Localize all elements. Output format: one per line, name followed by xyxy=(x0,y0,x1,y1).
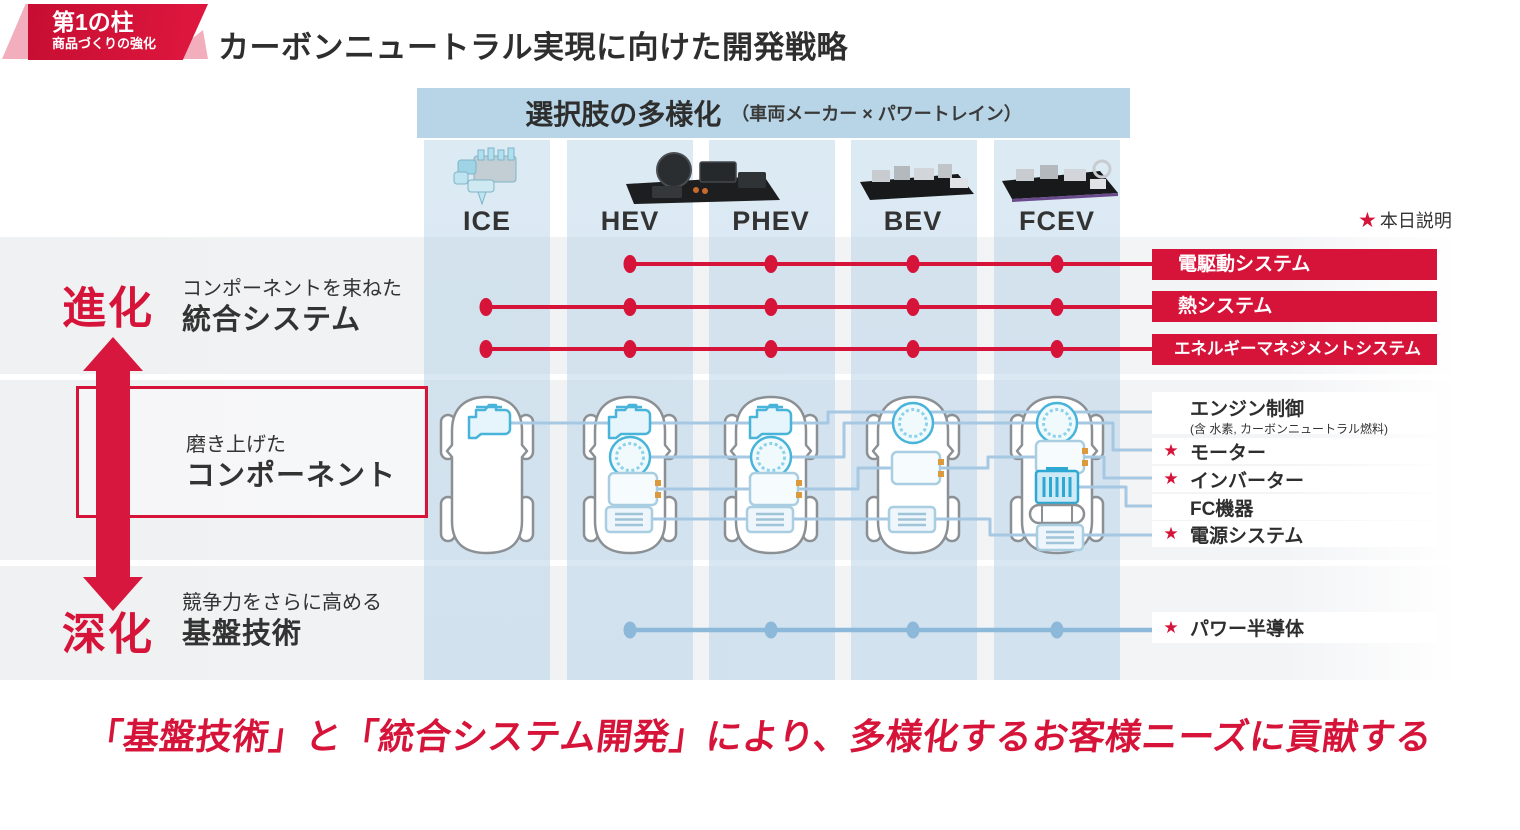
inverter-icon xyxy=(607,471,663,507)
page-title: カーボンニュートラル実現に向けた開発戦略 xyxy=(218,30,848,65)
section-base-technology: 競争力をさらに高める 基盤技術 xyxy=(182,590,382,652)
section-line2: 基盤技術 xyxy=(182,618,303,650)
section-line2: 統合システム xyxy=(182,304,362,336)
pillar-badge-title: 第1の柱 xyxy=(52,9,134,35)
matrix-header-subtitle: （車両メーカー × パワートレイン） xyxy=(731,104,1022,124)
star-icon: ★ xyxy=(1163,441,1179,460)
component-row-engine-control: エンジン制御 (含 水素, カーボンニュートラル燃料) xyxy=(1152,392,1436,436)
column-label-fcev: FCEV xyxy=(1018,206,1096,236)
legend-today: ★ 本日説明 xyxy=(1358,207,1452,233)
product-image-hev-phev xyxy=(626,152,780,204)
battery-icon xyxy=(745,505,795,534)
product-image-bev xyxy=(860,164,974,200)
product-image-ice xyxy=(453,147,517,206)
component-row-power-supply-system: ★ 電源システム xyxy=(1152,521,1436,547)
component-row-label: パワー半導体 xyxy=(1190,619,1305,640)
matrix-header: 選択肢の多様化 （車両メーカー × パワートレイン） xyxy=(417,88,1130,138)
system-bar-energy-management: エネルギーマネジメントシステム xyxy=(1152,334,1437,365)
star-icon: ★ xyxy=(1163,524,1179,543)
component-row-inverter: ★ インバーター xyxy=(1152,466,1436,492)
component-row-fc-equipment: FC機器 xyxy=(1152,494,1436,520)
motor-icon xyxy=(891,401,935,445)
product-image-fcev xyxy=(1002,159,1118,202)
component-row-label: FC機器 xyxy=(1190,498,1254,520)
motor-icon xyxy=(1035,401,1079,445)
power-semiconductor-line xyxy=(623,621,1152,639)
evolution-deepening-arrow xyxy=(83,337,143,611)
system-bar-thermal: 熱システム xyxy=(1152,291,1437,322)
section-line1: 競争力をさらに高める xyxy=(182,592,382,614)
hydrogen-tank-icon xyxy=(1028,503,1086,525)
battery-icon xyxy=(604,505,654,534)
engine-icon xyxy=(467,403,512,440)
section-integrated-system: コンポーネントを束ねた 統合システム xyxy=(182,276,402,338)
system-lines xyxy=(479,255,1152,358)
star-icon: ★ xyxy=(1358,208,1377,232)
star-icon: ★ xyxy=(1163,469,1179,488)
connector-engine-control xyxy=(478,410,1152,425)
inverter-icon xyxy=(748,471,804,507)
keyword-evolution: 進化 xyxy=(62,284,154,333)
connector-inverter xyxy=(633,455,1152,491)
section-line1: コンポーネントを束ねた xyxy=(182,278,402,300)
battery-icon xyxy=(1035,523,1085,552)
keyword-deepening: 深化 xyxy=(62,610,154,659)
component-row-label: エンジン制御 xyxy=(1190,399,1305,420)
column-label-ice: ICE xyxy=(462,206,512,236)
tagline: 「基盤技術」と「統合システム開発」により、多様化するお客様ニーズに貢献する xyxy=(0,708,1520,760)
pillar-badge: 第1の柱 商品づくりの強化 xyxy=(28,4,208,60)
column-label-phev: PHEV xyxy=(732,206,810,236)
battery-icon xyxy=(887,505,937,534)
engine-icon xyxy=(607,403,652,440)
component-row-motor: ★ モーター xyxy=(1152,438,1436,464)
section-line1: 磨き上げた xyxy=(186,434,286,456)
engine-icon xyxy=(748,403,793,440)
star-icon: ★ xyxy=(1163,617,1179,637)
inverter-icon xyxy=(890,450,946,486)
section-components: 磨き上げた コンポーネント xyxy=(186,432,396,494)
motor-icon xyxy=(749,435,793,479)
column-label-hev: HEV xyxy=(600,206,660,236)
connector-motor xyxy=(630,421,1152,459)
column-label-bev: BEV xyxy=(883,206,943,236)
motor-icon xyxy=(608,435,652,479)
pillar-badge-subtitle: 商品づくりの強化 xyxy=(52,36,157,51)
component-row-label: 電源システム xyxy=(1190,525,1304,547)
legend-label: 本日説明 xyxy=(1379,211,1452,231)
component-row-note: (含 水素, カーボンニュートラル燃料) xyxy=(1190,422,1388,436)
fc-stack-icon xyxy=(1034,465,1080,509)
component-row-label: インバーター xyxy=(1190,470,1305,492)
component-row-power-semiconductor: ★ パワー半導体 xyxy=(1152,612,1436,643)
matrix-header-title: 選択肢の多様化 xyxy=(525,99,722,130)
connector-fc xyxy=(1079,485,1152,508)
section-line2: コンポーネント xyxy=(186,460,397,492)
component-section-box xyxy=(76,386,428,518)
system-bar-e-drive: 電駆動システム xyxy=(1152,249,1437,280)
component-row-label: モーター xyxy=(1190,442,1267,464)
system-line-dots xyxy=(479,255,1064,358)
tagline-text: 「基盤技術」と「統合システム開発」により、多様化するお客様ニーズに貢献する xyxy=(84,716,1435,757)
